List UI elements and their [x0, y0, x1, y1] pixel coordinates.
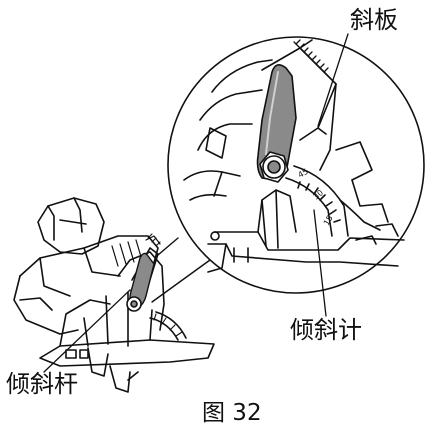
detail-handle-outline [183, 59, 273, 201]
scale-mark-30: 30 [312, 188, 326, 201]
slope-plate-label: 斜板 [350, 6, 398, 34]
detail-bevel-scale-arc [285, 165, 349, 237]
leader-bevel-gauge [313, 209, 327, 317]
figure-caption: 图 32 [202, 400, 262, 426]
detail-magnifier-circle [167, 36, 425, 294]
bevel-gauge-label: 倾斜计 [290, 316, 362, 344]
detail-serration [293, 39, 329, 75]
overall-hex-nut [126, 296, 142, 312]
detail-saw-base [207, 189, 405, 273]
bevel-lever-label: 倾斜杆 [6, 370, 78, 398]
detail-lever-highlight [265, 71, 279, 155]
magnifier-leader-upper [157, 237, 179, 256]
magnifier-leader-lower [151, 259, 211, 303]
scale-mark-45: 45 [297, 167, 310, 180]
overall-circular-saw [13, 197, 215, 393]
scale-mark-15: 15 [322, 214, 335, 227]
detail-hex-nut [259, 151, 289, 183]
detail-right-components [335, 141, 399, 245]
leader-slope-plate [317, 33, 349, 127]
leader-bevel-lever [43, 289, 131, 373]
